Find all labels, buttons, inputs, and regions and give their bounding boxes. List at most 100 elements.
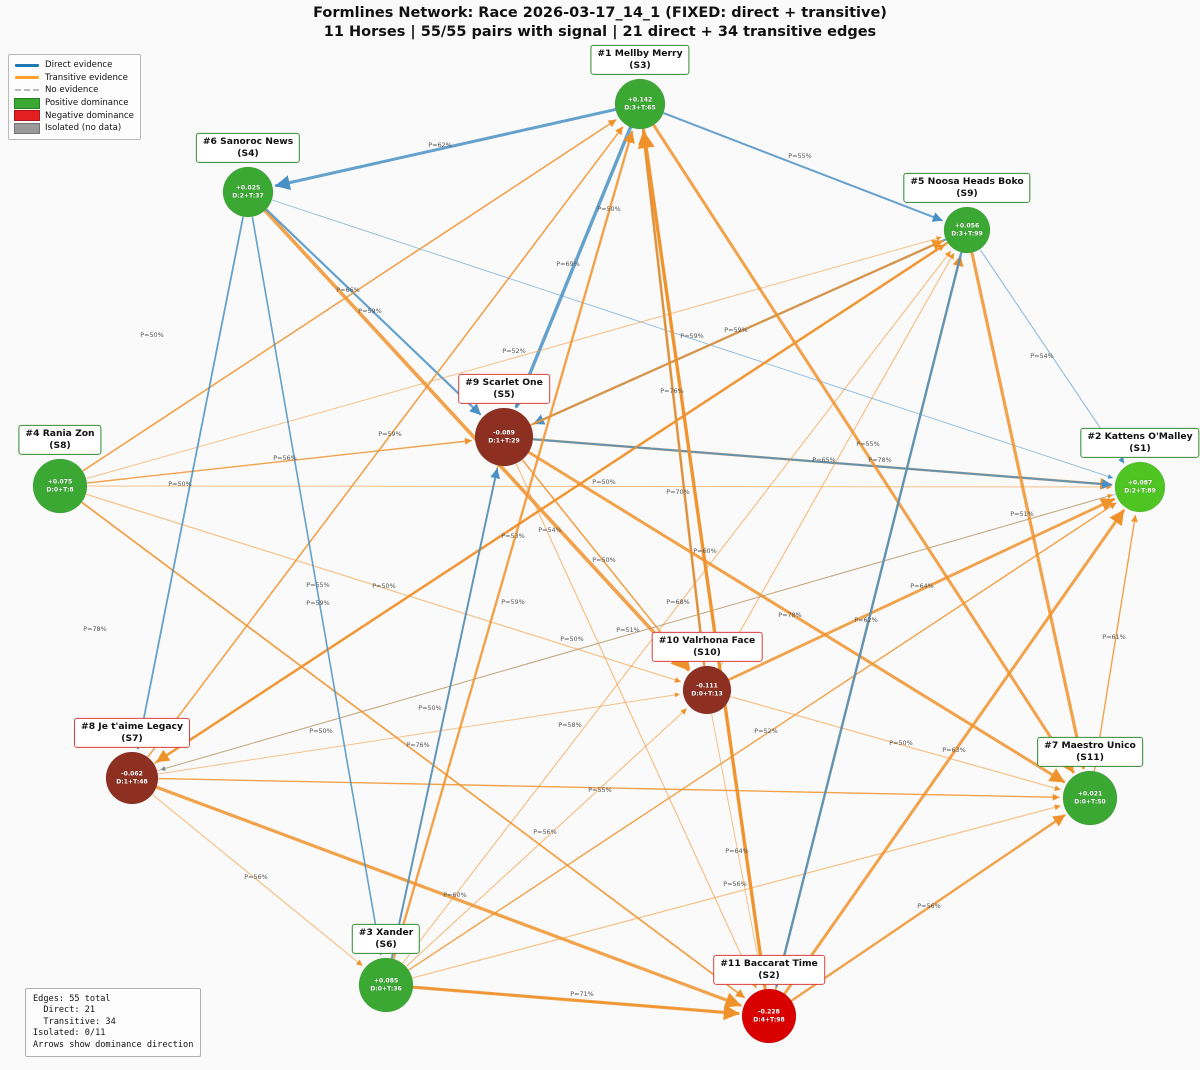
edge-label-n1-n7: P=60% [693,547,716,555]
edge-n10-to-n5 [718,252,955,669]
edge-n10-to-n2 [728,497,1116,681]
edge-label-n3-n2: P=59% [501,598,524,606]
node-label-4[interactable]: #4 Rania Zon(S8) [18,424,102,455]
node-circle-4[interactable] [32,458,88,514]
edge-n9-to-n7 [528,451,1066,784]
edge-label-n4-n1: P=56% [273,454,296,462]
edge-n3-to-n10 [406,708,687,967]
node-label-8[interactable]: #8 Je t'aime Legacy(S7) [74,717,190,748]
edge-n4-to-n10 [86,493,681,683]
edge-label-n7-n2: P=61% [1102,633,1125,641]
edge-label-n10-n11: P=52% [754,727,777,735]
edge-n3-to-n9 [390,468,501,959]
edge-label-n1-n6: P=62% [428,141,451,149]
edge-n3-to-n1 [392,130,635,960]
edge-label-n9-n2: P=52% [502,347,525,355]
node-circle-8[interactable] [105,751,159,805]
edge-label-n3-n1: P=56% [533,828,556,836]
node-label-saddle: (S5) [493,388,515,400]
node-label-name: #6 Sanoroc News [202,135,294,147]
legend-swatch-patch-icon [14,122,40,134]
node-label-name: #4 Rania Zon [25,427,95,439]
edge-label-n6-n10: P=66% [336,286,359,294]
edge-n4-to-n2 [87,484,1112,490]
node-circle-2[interactable] [1114,461,1166,513]
node-label-2[interactable]: #2 Kattens O'Malley(S1) [1080,427,1200,458]
legend-swatch-dash-icon [14,84,40,96]
node-circle-7[interactable] [1062,770,1118,826]
legend-label: Negative dominance [45,110,134,121]
edge-label-n9-n3: P=53% [501,532,524,540]
node-label-1[interactable]: #1 Mellby Merry(S3) [590,44,690,75]
edge-n4-to-n5 [86,236,942,479]
edge-n1-to-n7 [652,124,1075,774]
edge-label-n4-n9: P=59% [378,430,401,438]
node-label-5[interactable]: #5 Noosa Heads Boko(S9) [903,172,1031,203]
edge-label-n10-n7: P=50% [889,739,912,747]
edge-label-n4-n5: P=50% [140,331,163,339]
node-circle-1[interactable] [614,78,666,130]
node-circle-9[interactable] [474,407,534,467]
edge-label-n3-n10: P=50% [309,727,332,735]
info-box-text: Edges: 55 total Direct: 21 Transitive: 3… [33,994,194,1050]
edge-label-n4-n11: P=78% [83,625,106,633]
node-label-name: #5 Noosa Heads Boko [910,175,1024,187]
edge-label-n4-n10: P=50% [592,556,615,564]
edge-n11-to-n2 [783,509,1125,995]
edge-n6-to-n2 [272,199,1113,479]
edge-n11-to-n7 [790,814,1066,1002]
node-label-9[interactable]: #9 Scarlet One(S5) [458,373,550,404]
node-circle-6[interactable] [222,166,274,218]
legend-label: Positive dominance [45,98,129,109]
edge-label-n3-n5: P=50% [372,582,395,590]
edge-n8-to-n3 [152,794,363,967]
legend-item-3: Positive dominance [14,97,134,110]
edge-n11-to-n1 [637,131,767,990]
legend-swatch-line-icon [14,59,40,71]
node-circle-3[interactable] [358,957,414,1013]
legend-swatch-patch-icon [14,97,40,109]
node-label-name: #2 Kattens O'Malley [1087,430,1193,442]
node-circle-11[interactable] [741,988,797,1044]
edge-label-n8-n11: P=76% [406,741,429,749]
edge-n10-to-n11 [711,714,765,987]
edge-label-n10-n2: P=78% [778,611,801,619]
edge-label-n5-n9: P=59% [724,326,747,334]
edge-label-n10-n5: P=51% [616,626,639,634]
edge-label-n8-n2: P=50% [560,635,583,643]
node-label-11[interactable]: #11 Baccarat Time(S2) [713,954,825,985]
edge-label-n9-n5: P=70% [666,488,689,496]
node-label-saddle: (S2) [758,969,780,981]
legend-label: Isolated (no data) [45,123,122,134]
node-label-3[interactable]: #3 Xander(S6) [351,923,421,954]
edge-label-n9-n10: P=54% [538,526,561,534]
node-circle-10[interactable] [682,665,732,715]
legend-swatch-line-icon [14,72,40,84]
edge-label-n11-n7: P=63% [942,746,965,754]
edge-n7-to-n2 [1093,514,1138,772]
node-label-name: #10 Valrhona Face [658,634,756,646]
node-label-saddle: (S4) [237,147,259,159]
edge-label-n11-n5: P=56% [723,880,746,888]
edge-n1-to-n5 [663,112,943,222]
edge-layer [81,108,1138,1021]
node-label-name: #1 Mellby Merry [597,47,683,59]
edge-label-n3-n11: P=71% [570,990,593,998]
edge-n4-to-n11 [81,501,746,999]
node-label-saddle: (S3) [629,59,651,71]
legend-label: No evidence [45,85,99,96]
edge-n3-to-n11 [412,985,740,1021]
node-label-7[interactable]: #7 Maestro Unico(S11) [1037,736,1143,767]
edge-label-n8-n1: P=59% [306,599,329,607]
node-label-saddle: (S9) [956,187,978,199]
edge-label-n9-n11: P=65% [812,456,835,464]
edge-n1-to-n6 [274,108,617,191]
legend-swatch-patch-icon [14,110,40,122]
edge-n10-to-n1 [638,131,706,667]
node-circle-5[interactable] [943,206,991,254]
node-label-saddle: (S7) [121,732,143,744]
node-label-10[interactable]: #10 Valrhona Face(S10) [651,631,763,662]
legend-label: Direct evidence [45,60,113,71]
node-label-6[interactable]: #6 Sanoroc News(S4) [195,132,301,163]
